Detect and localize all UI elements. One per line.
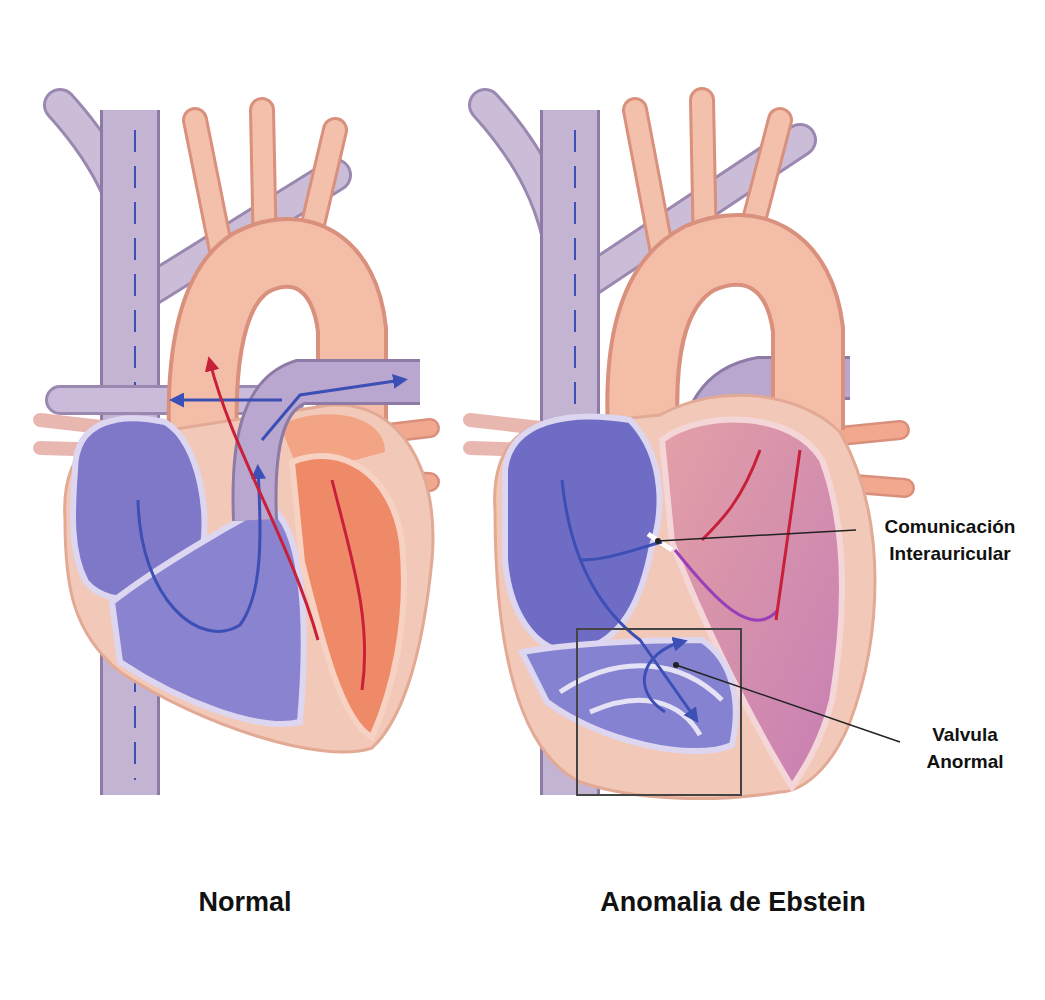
panel-caption: Anomalia de Ebstein xyxy=(483,884,983,922)
panel-caption: Normal xyxy=(95,884,395,922)
callout-label: Comunicación Interauricular xyxy=(862,514,1038,567)
normal-heart xyxy=(40,105,433,795)
leader-lines xyxy=(655,530,900,742)
ebstein-heart xyxy=(470,100,905,799)
callout-label: Valvula Anormal xyxy=(904,722,1026,775)
